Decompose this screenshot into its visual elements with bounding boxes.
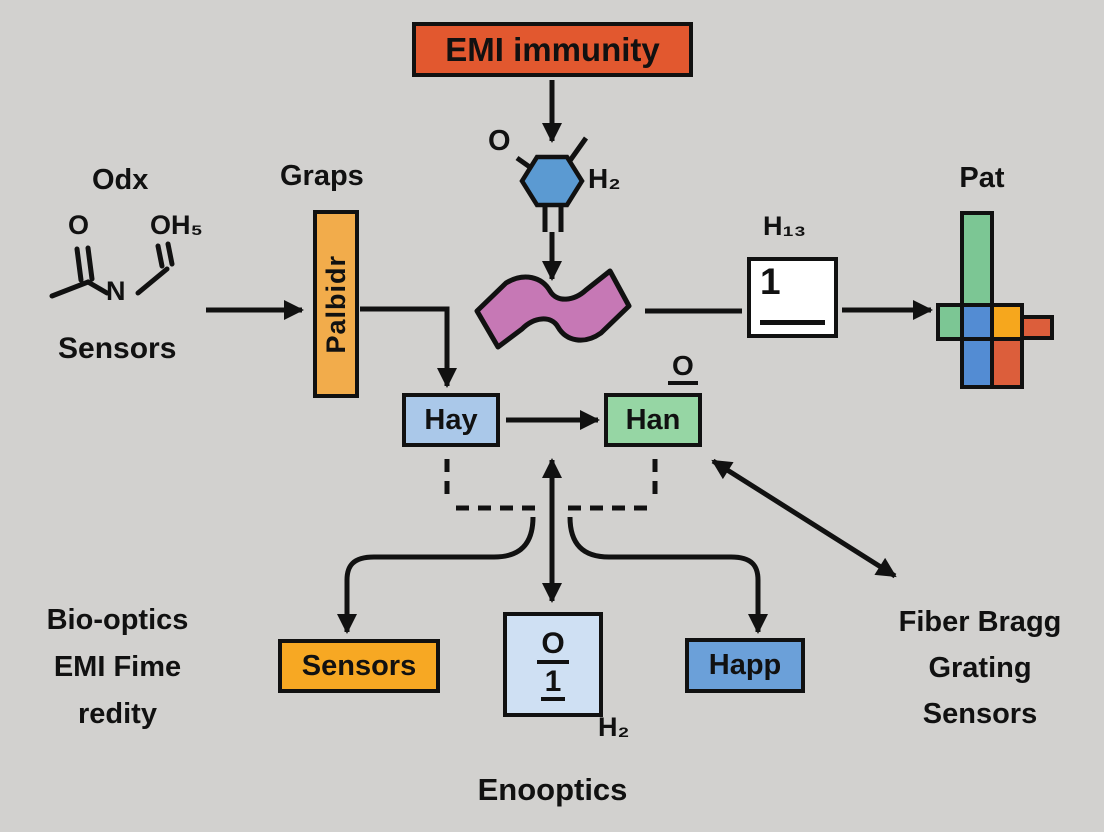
binary-box: O 1 (503, 612, 603, 717)
h13-underline (760, 320, 825, 325)
molecule-n-atom: N (106, 276, 126, 306)
hay-dashed-connector (444, 459, 536, 511)
fbg-to-han-double-arrow (711, 458, 897, 579)
binary-bottom-label: 1 (540, 665, 566, 701)
enooptics-caption: Enooptics (477, 772, 628, 807)
binary-h2-label: H₂ (598, 712, 630, 742)
palbidr-label: Palbidr (320, 254, 351, 354)
han-o-superscript: O (668, 350, 698, 385)
molecule-oh5-atom: OH₅ (150, 210, 203, 240)
curve-to-sensors-arrow (337, 516, 536, 634)
pat-blocks-icon (936, 211, 1054, 389)
bio-optics-caption: Bio-optics EMI Fime redity (10, 597, 225, 738)
hexagon-double-bond (542, 207, 564, 232)
bio-optics-line-1: Bio-optics (46, 604, 189, 636)
h13-digit: 1 (760, 261, 781, 302)
odx-title: Odx (92, 164, 149, 196)
molecule-sensors-caption: Sensors (58, 332, 177, 365)
sensors-box: Sensors (278, 639, 440, 693)
hay-box: Hay (402, 393, 500, 447)
h13-label: H₁₃ (763, 211, 807, 241)
fiber-bragg-caption: Fiber Bragg Grating Sensors (866, 599, 1094, 737)
han-box: Han (604, 393, 702, 447)
fiber-bragg-line-2: Grating (928, 652, 1032, 684)
bio-optics-line-2: EMI Fime (53, 651, 182, 683)
han-label: Han (625, 403, 681, 436)
binary-top-label: O (537, 628, 569, 664)
sensors-box-label: Sensors (301, 649, 417, 682)
happ-box: Happ (685, 638, 805, 693)
emi-immunity-label: EMI immunity (445, 30, 660, 68)
palbidr-to-hay-elbow-arrow (360, 306, 457, 388)
hexagon-methyl-bond (566, 136, 589, 164)
left-molecule-bonds (49, 241, 175, 299)
pat-label: Pat (959, 162, 1005, 194)
emi-immunity-box: EMI immunity (412, 22, 693, 77)
bio-optics-line-3: redity (78, 698, 157, 730)
graps-label: Graps (280, 160, 364, 192)
benzene-hexagon (519, 154, 585, 208)
hay-label: Hay (424, 403, 478, 436)
fiber-bragg-line-1: Fiber Bragg (898, 606, 1062, 638)
hexagon-o-atom: O (488, 125, 511, 157)
palbidr-box: Palbidr (313, 210, 359, 398)
hexagon-h2-atom: H₂ (588, 163, 621, 194)
happ-label: Happ (708, 649, 782, 681)
h13-box: 1 (747, 257, 838, 338)
squiggle-shape (474, 268, 632, 350)
han-dashed-connector (568, 459, 658, 511)
fiber-bragg-line-3: Sensors (922, 698, 1038, 730)
molecule-o-atom: O (68, 210, 90, 240)
